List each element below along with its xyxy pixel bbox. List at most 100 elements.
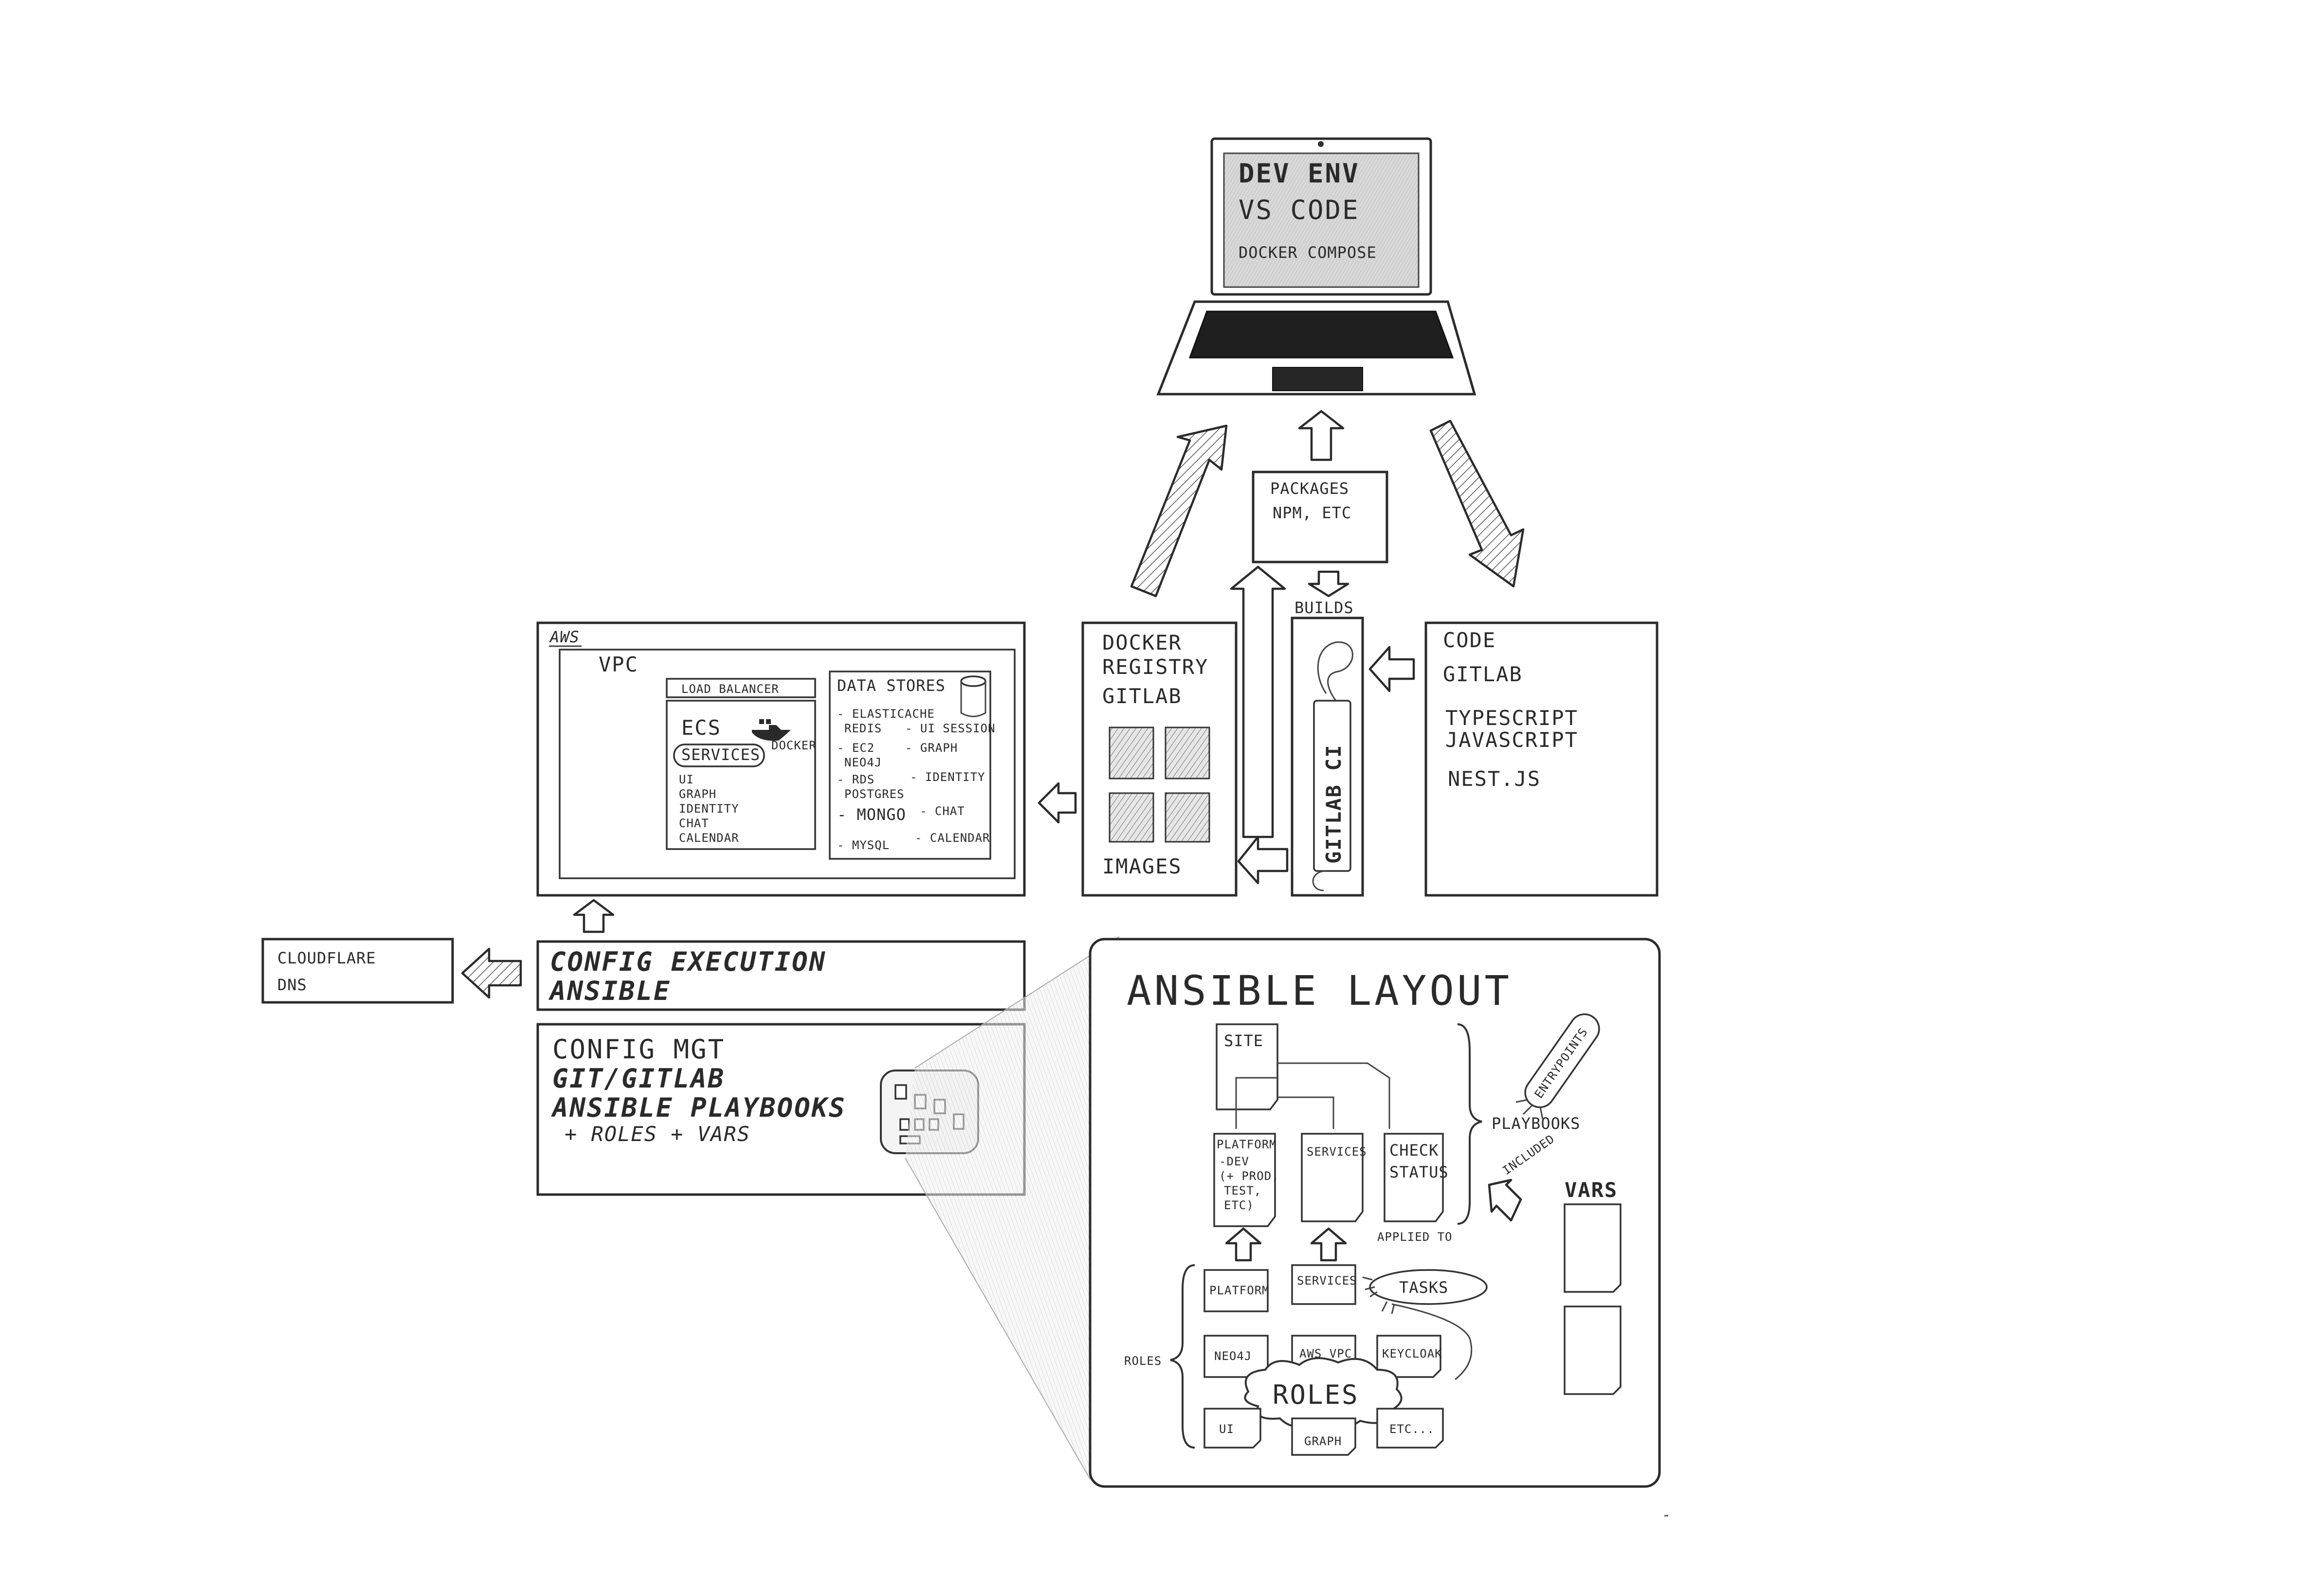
check-status-line-1: CHECK: [1389, 1141, 1439, 1160]
docker-registry-box: DOCKER REGISTRY GITLAB IMAGES: [1081, 621, 1238, 897]
tasks-sparks: [1362, 1276, 1395, 1314]
laptop-keyboard: [1188, 310, 1454, 359]
ecs-label: ECS: [681, 716, 721, 740]
ecs-panel: [666, 700, 816, 850]
registry-line-2: REGISTRY: [1102, 655, 1208, 679]
packages-box: PACKAGES NPM, ETC: [1252, 471, 1388, 563]
platform-dev-line-1: PLATFORM: [1217, 1138, 1277, 1151]
roles-cloud: ROLES: [1244, 1357, 1403, 1429]
playbooks-label: PLAYBOOKS: [1492, 1114, 1580, 1133]
roles-side-label: ROLES: [1124, 1354, 1162, 1368]
ecs-service-5: CALENDAR: [679, 831, 739, 845]
playbook-connectors: [1235, 1062, 1390, 1129]
platform-dev-line-3: (+ PROD,: [1219, 1169, 1279, 1183]
arrow-exec-to-cloudflare: [461, 947, 522, 999]
ansible-layout-panel: ANSIBLE LAYOUT SITE PLATFORM -DEV (+ PRO…: [1089, 938, 1661, 1488]
laptop-line-1: DEV ENV: [1239, 158, 1360, 189]
roles-cloud-label: ROLES: [1273, 1379, 1359, 1410]
services-playbook-label: SERVICES: [1307, 1145, 1367, 1159]
platform-dev-line-5: ETC): [1224, 1198, 1254, 1212]
arrow-packages-to-laptop: [1298, 410, 1345, 461]
config-exec-line-1: CONFIG EXECUTION: [550, 946, 826, 977]
ci-fuse: [1317, 641, 1353, 701]
vars-file-1: [1564, 1203, 1622, 1293]
load-balancer-box: [666, 678, 816, 698]
registry-line-1: DOCKER: [1102, 631, 1182, 654]
arrow-services-role-up: [1310, 1227, 1347, 1262]
role-neo4j: NEO4J: [1203, 1335, 1269, 1378]
check-status-line-2: STATUS: [1389, 1163, 1449, 1181]
arrow-builds-to-packages: [1308, 570, 1349, 598]
platform-dev-line-4: TEST,: [1224, 1184, 1261, 1197]
role-etc-label: ETC...: [1389, 1422, 1435, 1436]
config-mgt-line-4: + ROLES + VARS: [565, 1122, 750, 1146]
services-label: SERVICES: [681, 745, 760, 764]
site-label: SITE: [1224, 1032, 1263, 1050]
code-line-2: GITLAB: [1443, 662, 1523, 686]
store-7-name: - MONGO: [837, 805, 906, 824]
ansible-layout-title: ANSIBLE LAYOUT: [1127, 967, 1512, 1015]
aws-box: AWS VPC LOAD BALANCER ECS DOCKER SERVICE…: [536, 621, 1026, 897]
vars-label: VARS: [1565, 1178, 1618, 1202]
data-stores-label: DATA STORES: [837, 676, 946, 695]
image-tile-1: [1109, 726, 1154, 780]
arrow-exec-to-aws: [573, 899, 615, 933]
gitlab-ci-label: GITLAB CI: [1322, 744, 1346, 864]
image-tile-4: [1165, 792, 1210, 843]
entrypoints-pointer: [1515, 1099, 1544, 1120]
laptop-line-3: DOCKER COMPOSE: [1239, 243, 1377, 262]
docker-whale-icon: [752, 719, 791, 741]
code-line-3: TYPESCRIPT: [1445, 706, 1578, 730]
playbook-platform-dev: PLATFORM -DEV (+ PROD, TEST, ETC): [1213, 1133, 1279, 1227]
role-platform-label: PLATFORM: [1209, 1284, 1270, 1297]
roles-brace: [1170, 1264, 1195, 1449]
store-8-name: - MYSQL: [837, 838, 890, 852]
store-2-name: REDIS: [844, 722, 882, 735]
registry-images-label: IMAGES: [1102, 854, 1182, 878]
config-execution-box: CONFIG EXECUTION ANSIBLE: [536, 940, 1026, 1011]
code-line-4: JAVASCRIPT: [1445, 728, 1578, 752]
zoom-beam: [905, 939, 1114, 1479]
store-6-name: POSTGRES: [844, 787, 905, 801]
role-graph-label: GRAPH: [1304, 1434, 1342, 1448]
applied-to-label: APPLIED TO: [1377, 1230, 1453, 1244]
code-line-1: CODE: [1443, 628, 1496, 652]
tasks-bubble: TASKS: [1369, 1269, 1488, 1305]
arrow-builds-up: [1230, 565, 1286, 838]
image-tile-2: [1165, 726, 1210, 780]
store-3-use: - GRAPH: [905, 741, 958, 755]
playbook-services: SERVICES: [1301, 1133, 1367, 1222]
role-ui: UI: [1203, 1408, 1261, 1449]
config-mgt-line-1: CONFIG MGT: [552, 1034, 725, 1065]
packages-line-2: NPM, ETC: [1273, 504, 1351, 522]
image-tile-3: [1109, 792, 1154, 843]
database-icon: [960, 675, 986, 717]
playbook-check-status: CHECK STATUS: [1384, 1133, 1449, 1222]
builds-label: BUILDS: [1294, 598, 1354, 617]
tasks-label: TASKS: [1399, 1278, 1448, 1297]
role-neo4j-label: NEO4J: [1214, 1349, 1252, 1363]
ecs-service-4: CHAT: [679, 816, 709, 830]
laptop-trackpad: [1272, 367, 1363, 391]
role-etc: ETC...: [1376, 1408, 1444, 1449]
role-graph: GRAPH: [1291, 1417, 1356, 1456]
vpc-label: VPC: [599, 653, 638, 676]
store-5-name: - RDS: [837, 773, 875, 786]
vars-file-2: [1564, 1306, 1622, 1395]
arrow-platform-role-up: [1225, 1227, 1262, 1262]
store-3-name: - EC2: [837, 741, 875, 755]
roles-connector: [1391, 1303, 1473, 1380]
cloudflare-box: CLOUDFLARE DNS: [261, 938, 454, 1004]
ecs-service-2: GRAPH: [679, 787, 716, 801]
laptop-screen: [1223, 152, 1420, 288]
store-1-name: - ELASTICACHE: [837, 707, 935, 721]
arrow-builds-to-registry: [1237, 835, 1289, 885]
ci-squiggle: [1312, 870, 1327, 891]
config-mgt-line-2: GIT/GITLAB: [552, 1063, 725, 1094]
aws-label: AWS: [549, 628, 580, 646]
platform-dev-line-2: -DEV: [1219, 1155, 1249, 1168]
ecs-service-3: IDENTITY: [679, 802, 739, 816]
data-stores-panel: [829, 671, 991, 860]
config-mgt-line-3: ANSIBLE PLAYBOOKS: [551, 1092, 846, 1123]
